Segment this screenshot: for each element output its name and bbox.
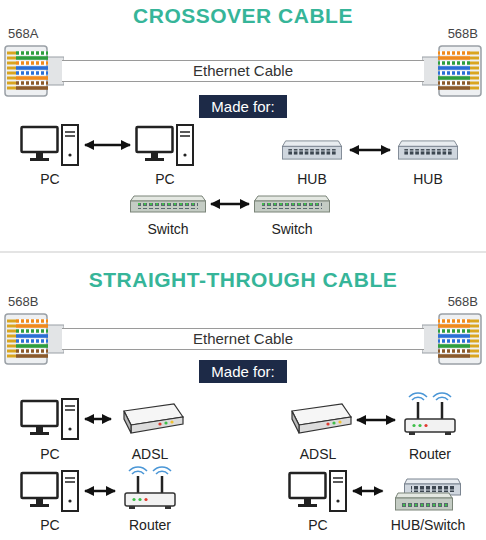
device-node: HUB	[395, 140, 461, 188]
device-label: PC	[40, 171, 59, 187]
standard-label: 568B	[448, 294, 478, 309]
standard-label: 568B	[8, 294, 38, 309]
cable-band: Ethernet Cable	[62, 328, 424, 350]
device-label: HUB/Switch	[391, 517, 466, 533]
device-node: PC	[20, 124, 80, 188]
device-label: Switch	[147, 221, 188, 237]
device-node: HUB/Switch	[388, 478, 469, 534]
device-label: ADSL	[132, 446, 169, 462]
device-node: PC	[20, 470, 80, 534]
device-label: HUB	[297, 171, 327, 187]
double-arrow	[350, 149, 390, 152]
adsl-icon	[292, 404, 351, 433]
device-label: Switch	[271, 221, 312, 237]
pc-icon	[22, 399, 79, 439]
device-label: PC	[155, 171, 174, 187]
double-arrow	[353, 490, 383, 493]
cable-band: Ethernet Cable	[62, 60, 424, 82]
rj45-plug	[5, 46, 64, 96]
device-node: Switch	[130, 195, 206, 238]
made-for-box: Made for:	[199, 360, 286, 383]
switch-icon	[131, 196, 206, 212]
device-label: HUB	[413, 171, 443, 187]
section-heading: CROSSOVER CABLE	[0, 4, 486, 28]
rj45-plug	[422, 314, 481, 364]
section-divider	[0, 251, 486, 253]
device-node: ADSL	[284, 403, 352, 463]
standard-label: 568A	[8, 26, 38, 41]
device-node: Router	[120, 466, 180, 534]
made-for-label: Made for:	[211, 97, 274, 116]
double-arrow	[211, 203, 249, 206]
device-node: Switch	[254, 195, 330, 238]
double-arrow	[85, 490, 115, 493]
device-label: Router	[409, 446, 451, 462]
double-arrow	[357, 419, 395, 422]
pc-icon	[22, 471, 79, 511]
device-label: PC	[308, 517, 327, 533]
cable-label: Ethernet Cable	[193, 329, 293, 348]
adsl-icon	[124, 404, 183, 433]
double-arrow	[85, 144, 130, 147]
device-node: PC	[20, 398, 80, 463]
device-label: PC	[40, 517, 59, 533]
device-node: PC	[288, 470, 348, 534]
made-for-label: Made for:	[211, 362, 274, 381]
section-heading: STRAIGHT-THROUGH CABLE	[0, 268, 486, 292]
hub-switch-icon	[396, 479, 461, 510]
cable-label: Ethernet Cable	[193, 61, 293, 80]
device-node: HUB	[279, 140, 345, 188]
device-node: PC	[135, 124, 195, 188]
hub-icon	[398, 141, 457, 159]
rj45-plug	[422, 46, 481, 96]
device-label: PC	[40, 446, 59, 462]
standard-label: 568B	[448, 26, 478, 41]
hub-icon	[282, 141, 341, 159]
pc-icon	[290, 471, 347, 511]
rj45-plug	[5, 314, 64, 364]
pc-icon	[22, 125, 79, 165]
device-node: Router	[400, 392, 460, 463]
double-arrow	[85, 418, 111, 421]
made-for-box: Made for:	[199, 95, 286, 118]
router-icon	[125, 467, 175, 509]
pc-icon	[137, 125, 194, 165]
switch-icon	[255, 196, 330, 212]
device-label: Router	[129, 517, 171, 533]
router-icon	[405, 393, 455, 435]
device-node: ADSL	[116, 403, 184, 463]
device-label: ADSL	[300, 446, 337, 462]
